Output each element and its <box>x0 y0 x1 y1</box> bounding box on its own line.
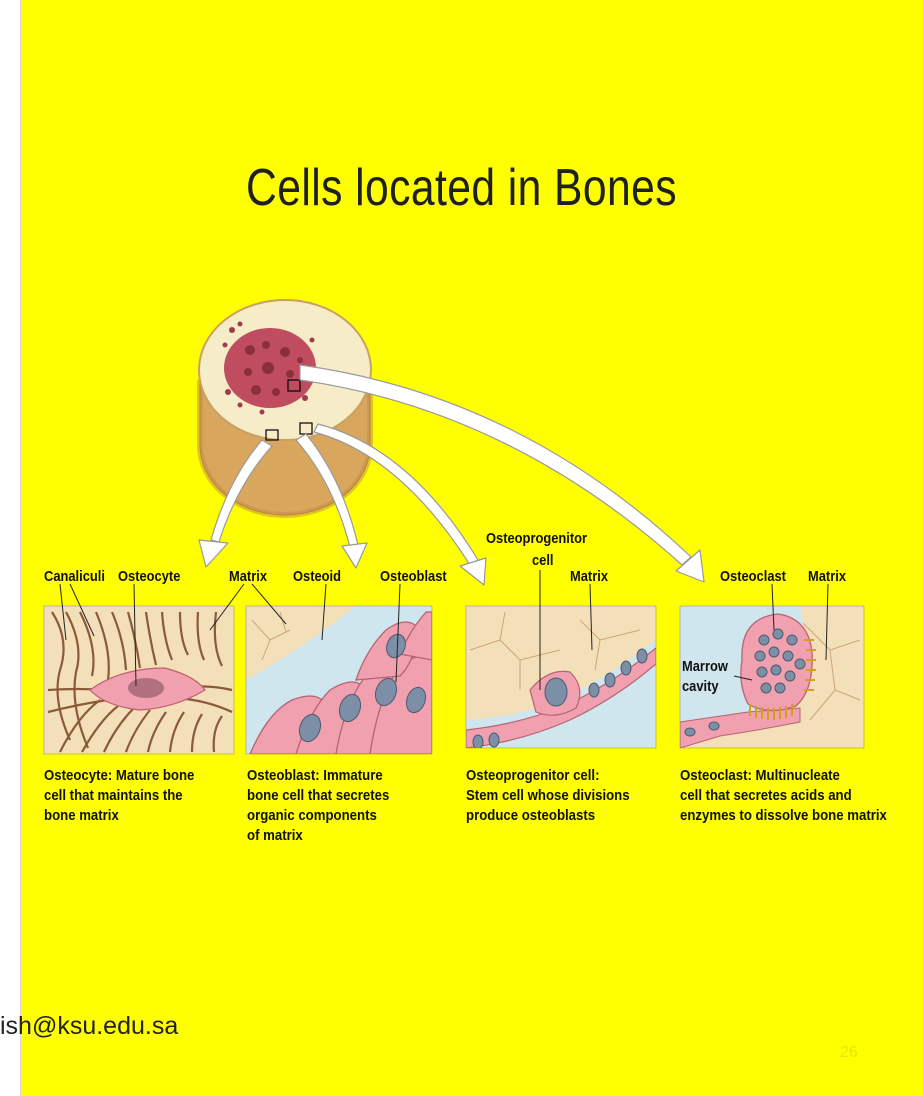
caption-line: produce osteoblasts <box>466 806 630 826</box>
caption-line: Osteoclast: Multinucleate <box>680 766 887 786</box>
caption-line: enzymes to dissolve bone matrix <box>680 806 887 826</box>
caption-line: of matrix <box>247 826 389 846</box>
caption-line: bone cell that secretes <box>247 786 389 806</box>
bone-cross-section <box>199 300 371 515</box>
caption-osteocyte: Osteocyte: Mature bone cell that maintai… <box>44 766 194 826</box>
caption-line: Osteocyte: Mature bone <box>44 766 194 786</box>
caption-line: Osteoblast: Immature <box>247 766 389 786</box>
osteoblast-panel <box>246 606 432 754</box>
label-osteoid: Osteoid <box>293 568 341 585</box>
label-matrix-1: Matrix <box>229 568 267 585</box>
caption-osteoblast: Osteoblast: Immature bone cell that secr… <box>247 766 389 846</box>
caption-line: Osteoprogenitor cell: <box>466 766 630 786</box>
label-osteoprogenitor-cell: cell <box>532 552 554 569</box>
footer-email: ish@ksu.edu.sa <box>0 1012 178 1041</box>
caption-osteoclast: Osteoclast: Multinucleate cell that secr… <box>680 766 887 826</box>
label-osteoprogenitor: Osteoprogenitor <box>486 530 587 547</box>
caption-line: organic components <box>247 806 389 826</box>
label-osteoblast: Osteoblast <box>380 568 447 585</box>
page-number: 26 <box>840 1044 858 1062</box>
label-matrix-3: Matrix <box>808 568 846 585</box>
label-matrix-2: Matrix <box>570 568 608 585</box>
osteoclast-panel <box>680 606 864 748</box>
label-osteocyte: Osteocyte <box>118 568 180 585</box>
caption-line: cell that secretes acids and <box>680 786 887 806</box>
osteoprogenitor-panel <box>466 606 656 749</box>
label-osteoclast: Osteoclast <box>720 568 786 585</box>
caption-line: cell that maintains the <box>44 786 194 806</box>
caption-line: bone matrix <box>44 806 194 826</box>
label-marrow: Marrow <box>682 658 728 675</box>
label-marrow-cavity: cavity <box>682 678 719 695</box>
label-canaliculi: Canaliculi <box>44 568 105 585</box>
caption-osteoprogenitor: Osteoprogenitor cell: Stem cell whose di… <box>466 766 630 826</box>
osteocyte-panel <box>44 606 234 754</box>
caption-line: Stem cell whose divisions <box>466 786 630 806</box>
